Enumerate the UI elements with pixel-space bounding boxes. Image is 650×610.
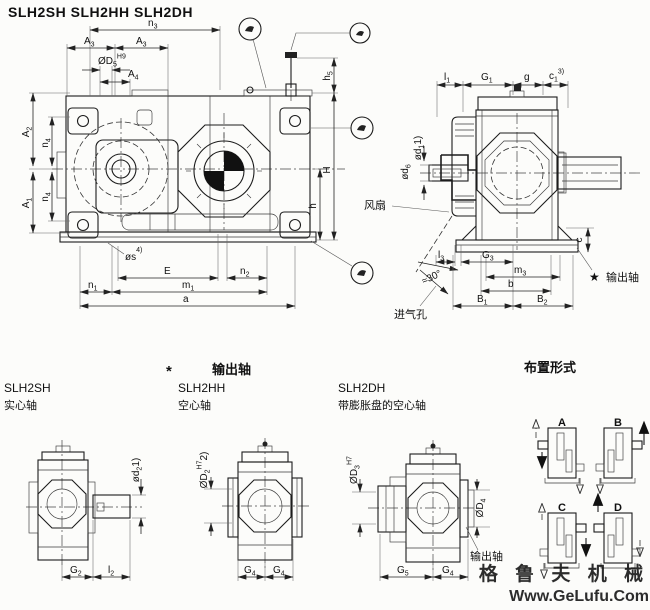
dim-label-a3-right: A3 <box>136 36 147 49</box>
front-view-dimensions: n3 A3 A3 ØD5H9 A4 A2 n4 A1 n4 øs4) <box>21 18 338 309</box>
dim-label-b1: B1 <box>477 294 488 307</box>
dim-label-c1: c13) <box>549 69 564 84</box>
side-view-drawing <box>420 85 640 253</box>
watermark: 格 鲁 夫 机 械 Www.GeLufu.Com <box>479 562 649 605</box>
dim-label-l3: l3 <box>438 250 444 263</box>
dim-label-D3: ØD3H7 <box>347 456 362 484</box>
air-inlet-label: 进气孔 <box>394 307 427 321</box>
dim-label-n1: n1 <box>88 280 98 293</box>
side-view-dimensions: l1 G1 g c13) ød11) ød6 风扇 ≈30° 进气孔 <box>364 69 639 322</box>
dim-label-g2: G2 <box>70 565 82 578</box>
arrangement-letter-d: D <box>614 502 622 514</box>
arrangement-c: C <box>540 502 592 578</box>
dim-label-s: øs4) <box>125 247 142 263</box>
variant-desc-slh2hh: 空心轴 <box>178 398 211 412</box>
watermark-url: Www.GeLufu.Com <box>509 588 649 605</box>
shrink-disk <box>377 476 407 543</box>
section-star-marker: * <box>166 363 172 380</box>
dim-label-e: E <box>164 266 171 277</box>
angle-label: ≈30° <box>420 268 443 287</box>
dim-label-l1: l1 <box>444 72 450 85</box>
variant-slh2sh-drawing: ød21) G2 l2 <box>26 440 146 581</box>
oil-level-balloon-icon <box>311 116 374 140</box>
dim-label-d6: ød6 <box>400 164 413 180</box>
arrangement-d: D <box>592 492 640 569</box>
output-shaft-label: 输出轴 <box>606 270 639 284</box>
dim-label-m3: m3 <box>514 265 526 278</box>
arrangements-heading: 布置形式 <box>524 360 576 375</box>
variant-slh2hh-drawing: ØD2H72) G4 G4 <box>197 438 310 581</box>
dim-label-g4-left: G4 <box>244 565 256 578</box>
dim-label-a4: A4 <box>128 69 139 82</box>
dim-label-g4-right: G4 <box>273 565 285 578</box>
oil-dipstick <box>285 52 297 97</box>
front-view-drawing <box>52 17 374 285</box>
output-shaft-star-icon: ★ <box>589 270 600 284</box>
dim-label-b: b <box>508 279 514 290</box>
variant-output-shaft-label: 输出轴 <box>470 549 503 563</box>
dim-label-n3: n3 <box>148 18 158 31</box>
dim-label-a2: A2 <box>21 127 34 138</box>
arrangement-letter-c: C <box>558 502 566 514</box>
dim-label-a3-left: A3 <box>84 36 95 49</box>
dim-label-n4-lower: n4 <box>40 192 53 202</box>
fan-label: 风扇 <box>364 198 386 212</box>
output-shaft-section-header: * 输出轴 <box>166 362 251 380</box>
dim-label-h5: h5 <box>322 71 335 81</box>
dim-label-n2: n2 <box>240 266 250 279</box>
dim-label-d5: ØD5H9 <box>98 54 126 69</box>
dim-label-D2: ØD2H72) <box>197 452 212 489</box>
arrangement-a: A <box>536 417 585 493</box>
arrangement-letter-a: A <box>558 417 566 429</box>
dim-label-c: c <box>574 238 585 243</box>
bolt-tick-marks <box>186 133 262 209</box>
machined-face-target-icon <box>203 150 245 192</box>
breather-balloon-icon <box>290 22 371 51</box>
arrangement-letter-b: B <box>614 417 622 429</box>
variant-model-slh2hh: SLH2HH <box>178 381 225 395</box>
dim-label-g4: G4 <box>442 565 454 578</box>
dim-label-m1: m1 <box>182 280 194 293</box>
dim-label-h: h <box>308 203 319 209</box>
arrangement-b: B <box>595 417 650 493</box>
dim-label-d1: ød11) <box>413 136 426 160</box>
dim-label-a: a <box>183 294 189 305</box>
dim-label-a1: A1 <box>21 198 34 209</box>
watermark-name: 格 鲁 夫 机 械 <box>479 562 649 585</box>
dim-label-g5: G5 <box>397 565 409 578</box>
dim-label-n4-upper: n4 <box>40 138 53 148</box>
section-heading: 输出轴 <box>212 362 251 377</box>
fan-cowl <box>440 116 476 217</box>
variant-model-slh2sh: SLH2SH <box>4 381 51 395</box>
dim-label-b2: B2 <box>537 294 548 307</box>
page-title: SLH2SH SLH2HH SLH2DH <box>8 4 193 20</box>
dim-label-g: g <box>524 72 530 83</box>
dim-label-H: H <box>322 166 333 173</box>
variant-desc-slh2sh: 实心轴 <box>4 398 37 412</box>
dim-label-g1: G1 <box>481 72 493 85</box>
oil-drain-balloon-icon <box>310 240 374 285</box>
dim-label-l2: l2 <box>108 565 114 578</box>
dim-label-d2: ød21) <box>131 458 144 482</box>
dim-label-g3: G3 <box>482 250 494 263</box>
variant-desc-slh2dh: 带膨胀盘的空心轴 <box>338 398 426 412</box>
variant-slh2dh-drawing: ØD3H7 ØD4 输出轴 G5 G4 <box>347 440 503 581</box>
dim-label-D4: ØD4 <box>475 498 488 517</box>
output-shaft <box>557 152 622 194</box>
variant-model-slh2dh: SLH2DH <box>338 381 385 395</box>
oil-fill-balloon-icon <box>238 17 267 89</box>
